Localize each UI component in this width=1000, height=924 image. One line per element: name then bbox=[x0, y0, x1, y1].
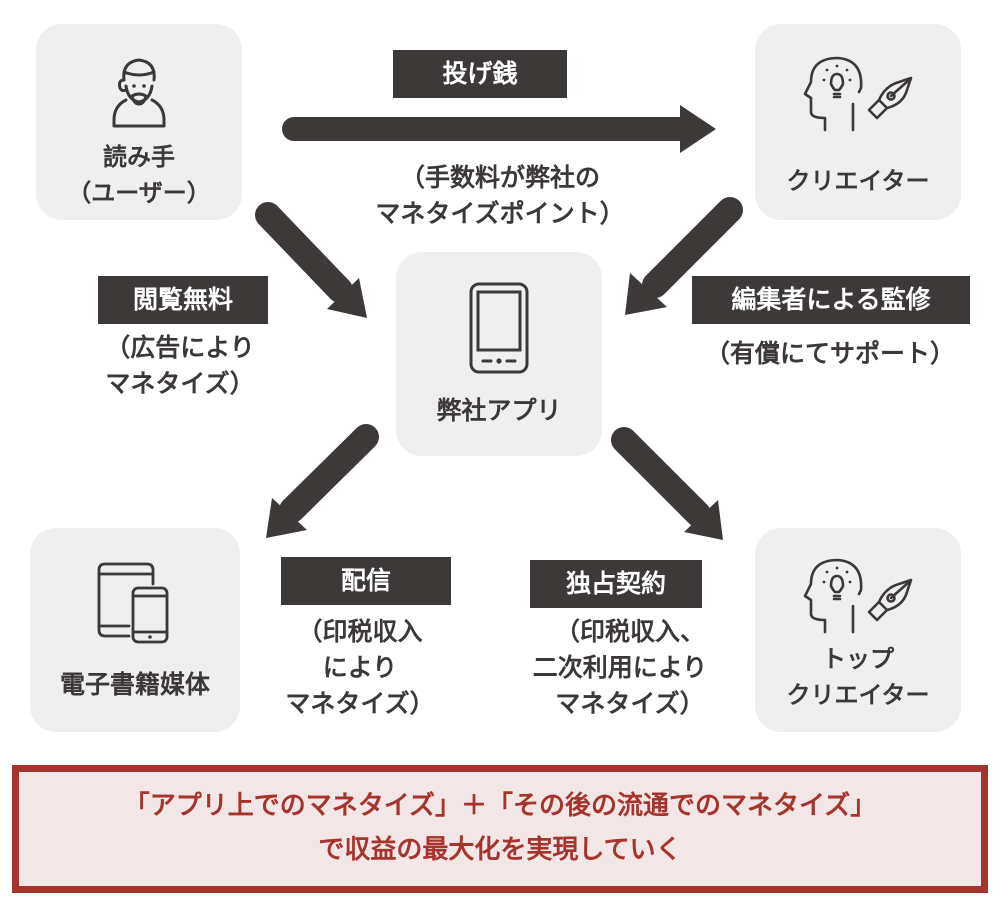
reader-sublabel: （ユーザー） bbox=[67, 179, 211, 207]
node-top-creator: トップ クリエイター bbox=[755, 528, 961, 732]
node-reader: 読み手 （ユーザー） bbox=[36, 24, 242, 220]
note-distribution-line3: マネタイズ） bbox=[285, 689, 435, 718]
summary-line1: 「アプリ上でのマネタイズ」＋「その後の流通でのマネタイズ」 bbox=[123, 791, 877, 821]
tag-editor: 編集者による監修 bbox=[692, 276, 970, 324]
tag-distribution: 配信 bbox=[281, 557, 451, 605]
arrow-reader-to-app bbox=[255, 202, 367, 318]
top-creator-sublabel: クリエイター bbox=[786, 681, 930, 709]
tag-exclusive: 独占契約 bbox=[530, 560, 702, 608]
node-creator: クリエイター bbox=[755, 24, 961, 220]
ebook-label: 電子書籍媒体 bbox=[59, 670, 210, 699]
note-distribution-line1: （印税収入 bbox=[297, 617, 423, 646]
note-exclusive-line3: マネタイズ） bbox=[555, 689, 705, 718]
arrow-app-to-top-creator bbox=[611, 427, 723, 540]
note-free-view-line1: （広告により bbox=[105, 333, 255, 362]
arrow-reader-to-creator bbox=[282, 105, 716, 153]
tag-free-view: 閲覧無料 bbox=[98, 276, 268, 324]
note-distribution-line2: により bbox=[322, 653, 398, 682]
summary-line2: で収益の最大化を実現していく bbox=[318, 835, 682, 865]
note-exclusive-line2: 二次利用により bbox=[532, 653, 708, 682]
note-tip-line1: （手数料が弊社の bbox=[399, 163, 600, 192]
node-app: 弊社アプリ bbox=[396, 252, 602, 456]
app-label: 弊社アプリ bbox=[436, 396, 562, 425]
creator-label: クリエイター bbox=[786, 167, 930, 195]
note-tip-line2: マネタイズポイント） bbox=[375, 199, 625, 228]
smartphone-icon bbox=[469, 282, 529, 374]
summary-box: 「アプリ上でのマネタイズ」＋「その後の流通でのマネタイズ」 で収益の最大化を実現… bbox=[12, 765, 988, 893]
creative-mind-pen-icon bbox=[803, 558, 913, 634]
note-editor-line1: （有償にてサポート） bbox=[704, 339, 955, 368]
arrow-app-to-ebook bbox=[266, 424, 379, 538]
note-exclusive-line1: （印税収入、 bbox=[554, 617, 705, 646]
creative-mind-pen-icon bbox=[803, 56, 913, 132]
node-ebook: 電子書籍媒体 bbox=[30, 528, 240, 732]
top-creator-label: トップ bbox=[822, 645, 894, 673]
tag-tip: 投げ銭 bbox=[393, 50, 567, 98]
tablet-phone-icon bbox=[97, 562, 169, 644]
note-free-view-line2: マネタイズ） bbox=[105, 369, 255, 398]
reader-label: 読み手 bbox=[103, 143, 175, 171]
user-bearded-icon bbox=[112, 58, 166, 128]
arrow-creator-to-app bbox=[625, 197, 743, 315]
